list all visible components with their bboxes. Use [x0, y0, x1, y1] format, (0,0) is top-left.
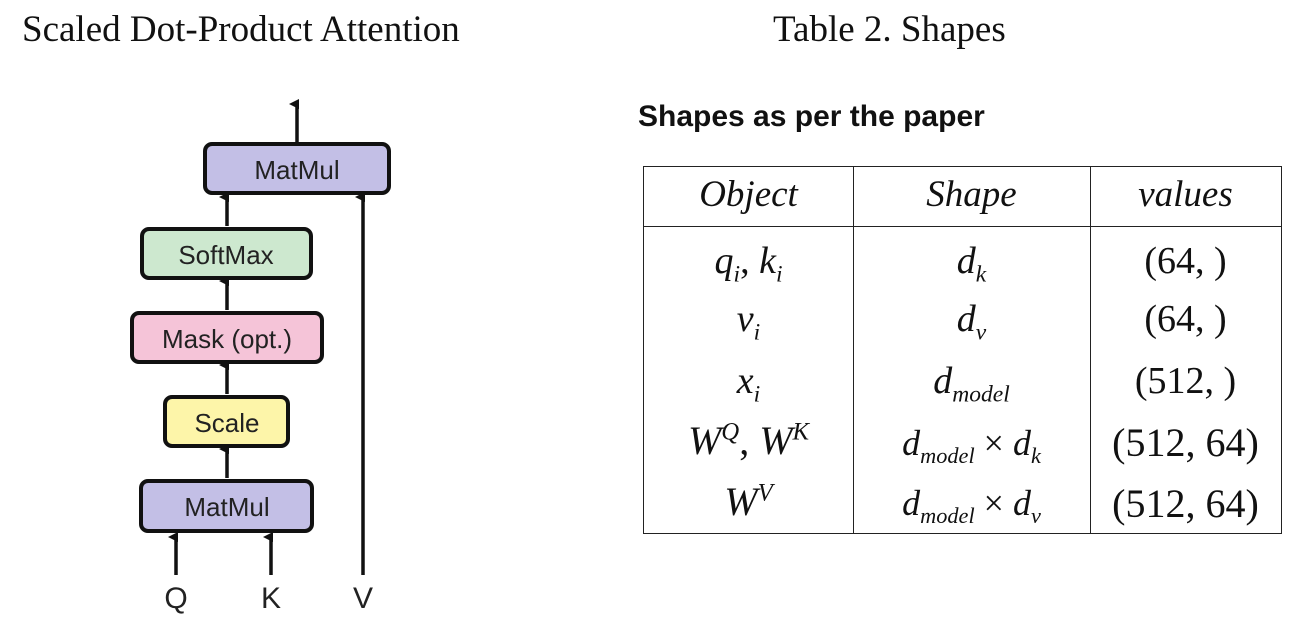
- box-label-scale: Scale: [194, 408, 259, 438]
- header-shape: Shape: [926, 174, 1017, 215]
- table-caption: Table 2. Shapes: [773, 9, 1006, 50]
- input-label-v: V: [353, 582, 373, 615]
- cell-object-row4: WQ, WK: [687, 418, 810, 463]
- column-shape: Shape dk dv dmodel dmodel × dk dmodel × …: [853, 167, 1090, 533]
- cell-values-row1: (64, ): [1144, 240, 1227, 282]
- cell-shape-row2: dv: [956, 298, 987, 346]
- cell-shape-row1: dk: [956, 240, 987, 288]
- cell-shape-row4: dmodel × dk: [902, 423, 1041, 469]
- box-matmul-top: MatMul: [203, 142, 391, 195]
- column-object: Object qi, ki vi xi WQ, WK WV: [644, 167, 853, 533]
- flow-arrows: [168, 99, 365, 575]
- table-heading: Shapes as per the paper: [638, 100, 985, 133]
- header-object: Object: [699, 174, 798, 215]
- cell-values-row5: (512, 64): [1112, 481, 1259, 526]
- box-softmax: SoftMax: [140, 227, 313, 280]
- box-label-mask: Mask (opt.): [162, 324, 292, 354]
- cell-object-row3: xi: [736, 360, 761, 408]
- cell-object-row5: WV: [724, 479, 773, 524]
- attention-diagram: MatMul SoftMax Mask (opt.) Scale MatMul …: [130, 99, 391, 615]
- column-values: values (64, ) (64, ) (512, ) (512, 64) (…: [1090, 167, 1281, 533]
- column-divider: [853, 167, 854, 533]
- shapes-table: Object qi, ki vi xi WQ, WK WV Shape dk d…: [643, 166, 1282, 534]
- input-label-q: Q: [164, 582, 187, 615]
- cell-object-row1: qi, ki: [714, 240, 783, 288]
- input-label-k: K: [261, 582, 281, 615]
- box-scale: Scale: [163, 395, 290, 448]
- header-divider: [644, 226, 1281, 227]
- column-divider: [1090, 167, 1091, 533]
- box-matmul-bottom: MatMul: [139, 479, 314, 533]
- header-values: values: [1138, 174, 1233, 215]
- cell-shape-row5: dmodel × dv: [902, 483, 1041, 529]
- cell-values-row3: (512, ): [1134, 360, 1237, 402]
- cell-values-row2: (64, ): [1144, 298, 1227, 340]
- diagram-title: Scaled Dot-Product Attention: [22, 9, 460, 50]
- box-label-matmul-top: MatMul: [254, 155, 339, 185]
- box-label-matmul-bottom: MatMul: [184, 492, 269, 522]
- cell-shape-row3: dmodel: [933, 360, 1010, 408]
- cell-values-row4: (512, 64): [1112, 420, 1259, 465]
- box-mask: Mask (opt.): [130, 311, 324, 364]
- cell-object-row2: vi: [736, 298, 761, 346]
- box-label-softmax: SoftMax: [178, 240, 273, 270]
